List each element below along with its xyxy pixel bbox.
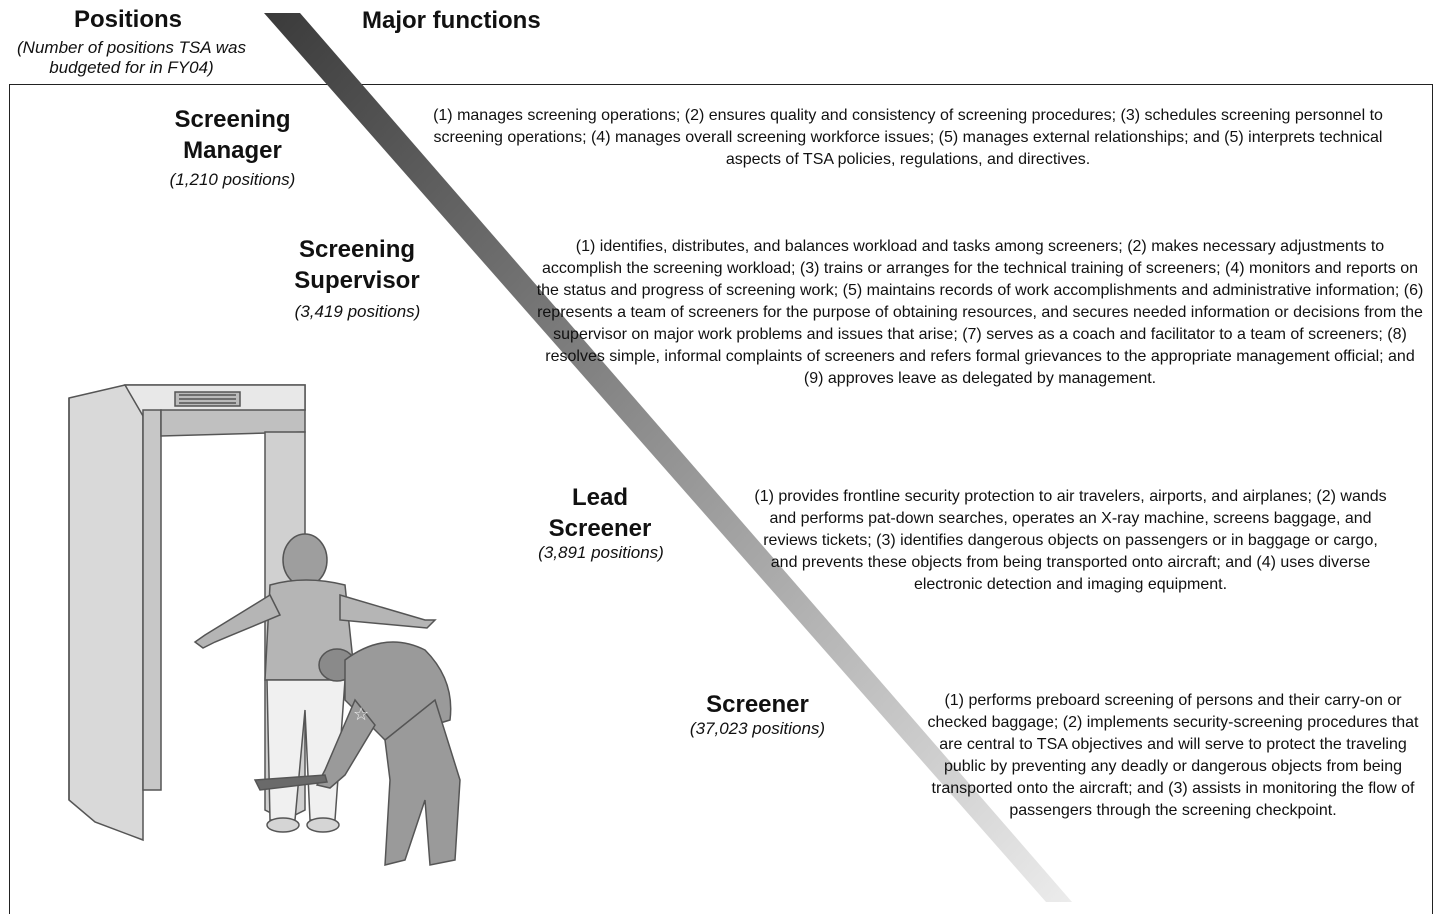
role-title-screening-supervisor: Screening Supervisor (294, 236, 420, 294)
major-functions-header: Major functions (362, 7, 541, 34)
role-count-screener: (37,023 positions) (689, 719, 826, 738)
screening-checkpoint-illustration: ☆ (68, 384, 461, 866)
positions-header: Positions (73, 6, 182, 33)
functions-screening-supervisor: (1) identifies, distributes, and balance… (536, 238, 1424, 387)
positions-subheader: (Number of positions TSA was budgeted fo… (17, 38, 246, 77)
functions-lead-screener: (1) provides frontline security protecti… (754, 488, 1387, 593)
svg-text:☆: ☆ (353, 704, 369, 725)
role-title-lead-screener: Lead Screener (548, 484, 652, 542)
role-count-screening-supervisor: (3,419 positions) (294, 302, 421, 321)
role-count-lead-screener: (3,891 positions) (538, 543, 664, 562)
role-title-screening-manager: Screening Manager (174, 106, 291, 164)
role-count-screening-manager: (1,210 positions) (169, 170, 296, 189)
content-frame (9, 84, 1433, 914)
functions-screening-manager: (1) manages screening operations; (2) en… (433, 107, 1383, 168)
functions-screener: (1) performs preboard screening of perso… (927, 692, 1419, 819)
role-title-screener: Screener (706, 691, 809, 718)
screener-figure: ☆ (253, 641, 461, 866)
